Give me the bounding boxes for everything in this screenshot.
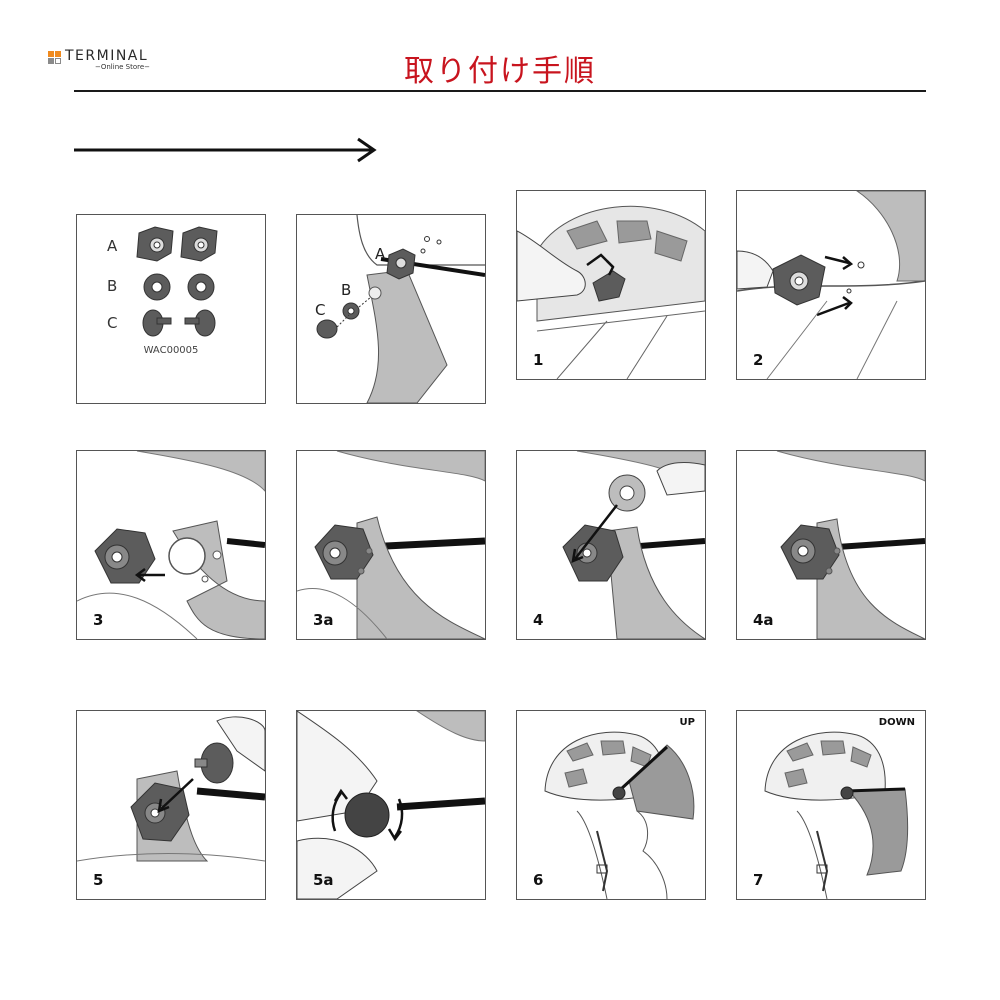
step-label: 4 bbox=[533, 611, 544, 629]
store-logo[interactable]: TERMINAL −Online Store− bbox=[48, 48, 178, 74]
step-4-panel: 4 bbox=[516, 450, 706, 640]
step-label: 5 bbox=[93, 871, 104, 889]
diagram-letter-a: A bbox=[375, 245, 386, 263]
step-5-panel: 5 bbox=[76, 710, 266, 900]
step-5a-illustration bbox=[297, 711, 485, 899]
step-6-illustration bbox=[544, 731, 695, 899]
step-1-panel: 1 bbox=[516, 190, 706, 380]
step-4a-illustration bbox=[776, 451, 925, 639]
part-code: WAC00005 bbox=[143, 345, 199, 356]
step-2-panel: 2 bbox=[736, 190, 926, 380]
position-label: UP bbox=[679, 717, 695, 728]
step-1-illustration bbox=[517, 205, 705, 379]
step-4a-panel: 4a bbox=[736, 450, 926, 640]
position-label: DOWN bbox=[878, 717, 915, 728]
step-label: 2 bbox=[753, 351, 764, 369]
step-label: 6 bbox=[533, 871, 544, 889]
exploded-diagram-illustration bbox=[316, 215, 485, 403]
step-4-illustration bbox=[562, 451, 705, 639]
step-2-illustration bbox=[737, 191, 925, 379]
step-3-panel: 3 bbox=[76, 450, 266, 640]
step-3a-panel: 3a bbox=[296, 450, 486, 640]
header-divider bbox=[74, 90, 926, 92]
step-7-illustration bbox=[764, 731, 909, 899]
step-5a-panel: 5a bbox=[296, 710, 486, 900]
part-letter-b: B bbox=[107, 277, 118, 295]
parts-illustration bbox=[136, 226, 218, 337]
page-title: 取り付け手順 bbox=[404, 54, 596, 89]
part-letter-a: A bbox=[107, 237, 118, 255]
step-5-illustration bbox=[77, 716, 265, 862]
part-letter-c: C bbox=[107, 314, 118, 332]
step-7-panel: DOWN 7 bbox=[736, 710, 926, 900]
logo-squares-icon bbox=[48, 51, 62, 65]
step-label: 3 bbox=[93, 611, 104, 629]
step-3a-illustration bbox=[297, 451, 485, 639]
diagram-letter-c: C bbox=[315, 301, 326, 319]
step-label: 5a bbox=[313, 871, 334, 889]
step-6-panel: UP 6 bbox=[516, 710, 706, 900]
step-label: 7 bbox=[753, 871, 764, 889]
step-label: 1 bbox=[533, 351, 544, 369]
step-label: 4a bbox=[753, 611, 774, 629]
step-3-illustration bbox=[77, 451, 265, 639]
diagram-letter-b: B bbox=[341, 281, 352, 299]
flow-arrow-icon bbox=[74, 137, 377, 163]
step-label: 3a bbox=[313, 611, 334, 629]
logo-text: TERMINAL bbox=[65, 48, 149, 64]
exploded-diagram-panel: A B C bbox=[296, 214, 486, 404]
parts-panel: A B C WAC00005 bbox=[76, 214, 266, 404]
logo-subtext: −Online Store− bbox=[95, 63, 151, 71]
